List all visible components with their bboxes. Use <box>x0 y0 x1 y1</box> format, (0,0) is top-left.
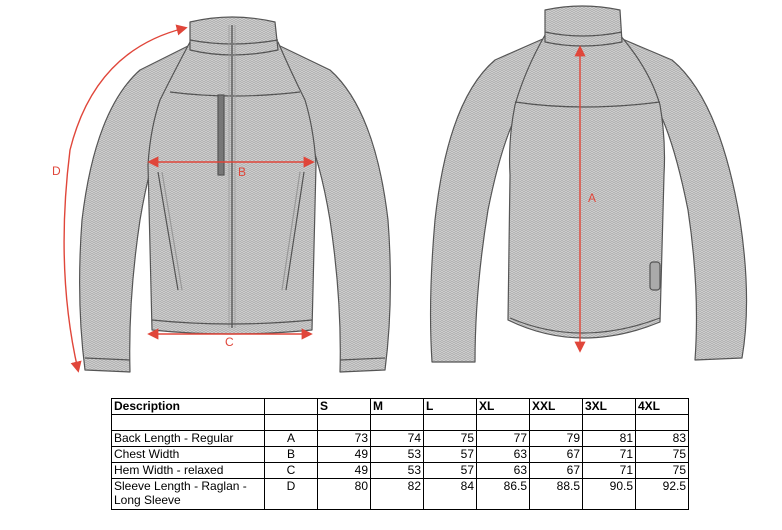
row-value: 74 <box>370 430 424 447</box>
row-value: 75 <box>635 462 689 479</box>
row-value: 73 <box>317 430 371 447</box>
back-body <box>507 34 666 339</box>
header-size-s: S <box>317 398 371 415</box>
back-collar <box>544 5 623 47</box>
row-value: 92.5 <box>635 478 689 510</box>
row-value: 71 <box>582 462 636 479</box>
sleeve-badge <box>649 261 661 291</box>
row-label: Hem Width - relaxed <box>111 462 265 479</box>
row-label: Back Length - Regular <box>111 430 265 447</box>
row-value: 75 <box>635 446 689 463</box>
row-value: 67 <box>529 462 583 479</box>
front-collar <box>189 16 279 56</box>
size-chart-table: Description S M L XL XXL 3XL 4XL Back Le… <box>111 398 689 510</box>
row-value: 86.5 <box>476 478 530 510</box>
back-left-sleeve <box>429 37 546 363</box>
header-size-l: L <box>423 398 477 415</box>
header-description: Description <box>111 398 265 415</box>
table-row: Hem Width - relaxed C 49 53 57 63 67 71 … <box>111 462 689 479</box>
row-label: Chest Width <box>111 446 265 463</box>
header-size-4xl: 4XL <box>635 398 689 415</box>
dimension-label-c: C <box>225 335 234 349</box>
row-value: 82 <box>370 478 424 510</box>
back-right-sleeve <box>619 37 748 361</box>
header-size-xxl: XXL <box>529 398 583 415</box>
row-value: 71 <box>582 446 636 463</box>
row-value: 80 <box>317 478 371 510</box>
row-value: 57 <box>423 462 477 479</box>
row-value: 53 <box>370 462 424 479</box>
jacket-illustration: B C D A <box>52 5 748 373</box>
row-value: 57 <box>423 446 477 463</box>
header-size-m: M <box>370 398 424 415</box>
row-value: 90.5 <box>582 478 636 510</box>
row-value: 63 <box>476 446 530 463</box>
size-chart-header-row: Description S M L XL XXL 3XL 4XL <box>111 398 689 415</box>
row-value: 83 <box>635 430 689 447</box>
dimension-label-a: A <box>588 191 596 205</box>
header-size-3xl: 3XL <box>582 398 636 415</box>
row-value: 63 <box>476 462 530 479</box>
jacket-front-view <box>79 16 391 373</box>
row-code: B <box>264 446 318 463</box>
size-chart-spacer-row <box>111 414 689 431</box>
table-row: Sleeve Length - Raglan - Long Sleeve D 8… <box>111 478 689 510</box>
row-value: 88.5 <box>529 478 583 510</box>
row-code: A <box>264 430 318 447</box>
row-value: 77 <box>476 430 530 447</box>
row-value: 75 <box>423 430 477 447</box>
row-value: 79 <box>529 430 583 447</box>
dimension-label-d: D <box>52 164 61 178</box>
row-value: 49 <box>317 446 371 463</box>
table-row: Chest Width B 49 53 57 63 67 71 75 <box>111 446 689 463</box>
row-code: C <box>264 462 318 479</box>
sleeve-length-arrow <box>63 24 188 373</box>
row-value: 49 <box>317 462 371 479</box>
row-value: 67 <box>529 446 583 463</box>
jacket-back-view <box>429 5 748 363</box>
table-row: Back Length - Regular A 73 74 75 77 79 8… <box>111 430 689 447</box>
row-label: Sleeve Length - Raglan - Long Sleeve <box>111 478 265 510</box>
dimension-label-b: B <box>238 165 246 179</box>
row-value: 81 <box>582 430 636 447</box>
front-dimension-lines <box>63 24 315 373</box>
row-code: D <box>264 478 318 510</box>
row-value: 84 <box>423 478 477 510</box>
chest-pocket-zip <box>217 94 225 176</box>
header-size-xl: XL <box>476 398 530 415</box>
right-side-pocket <box>285 171 305 291</box>
header-code <box>264 398 318 415</box>
row-value: 53 <box>370 446 424 463</box>
